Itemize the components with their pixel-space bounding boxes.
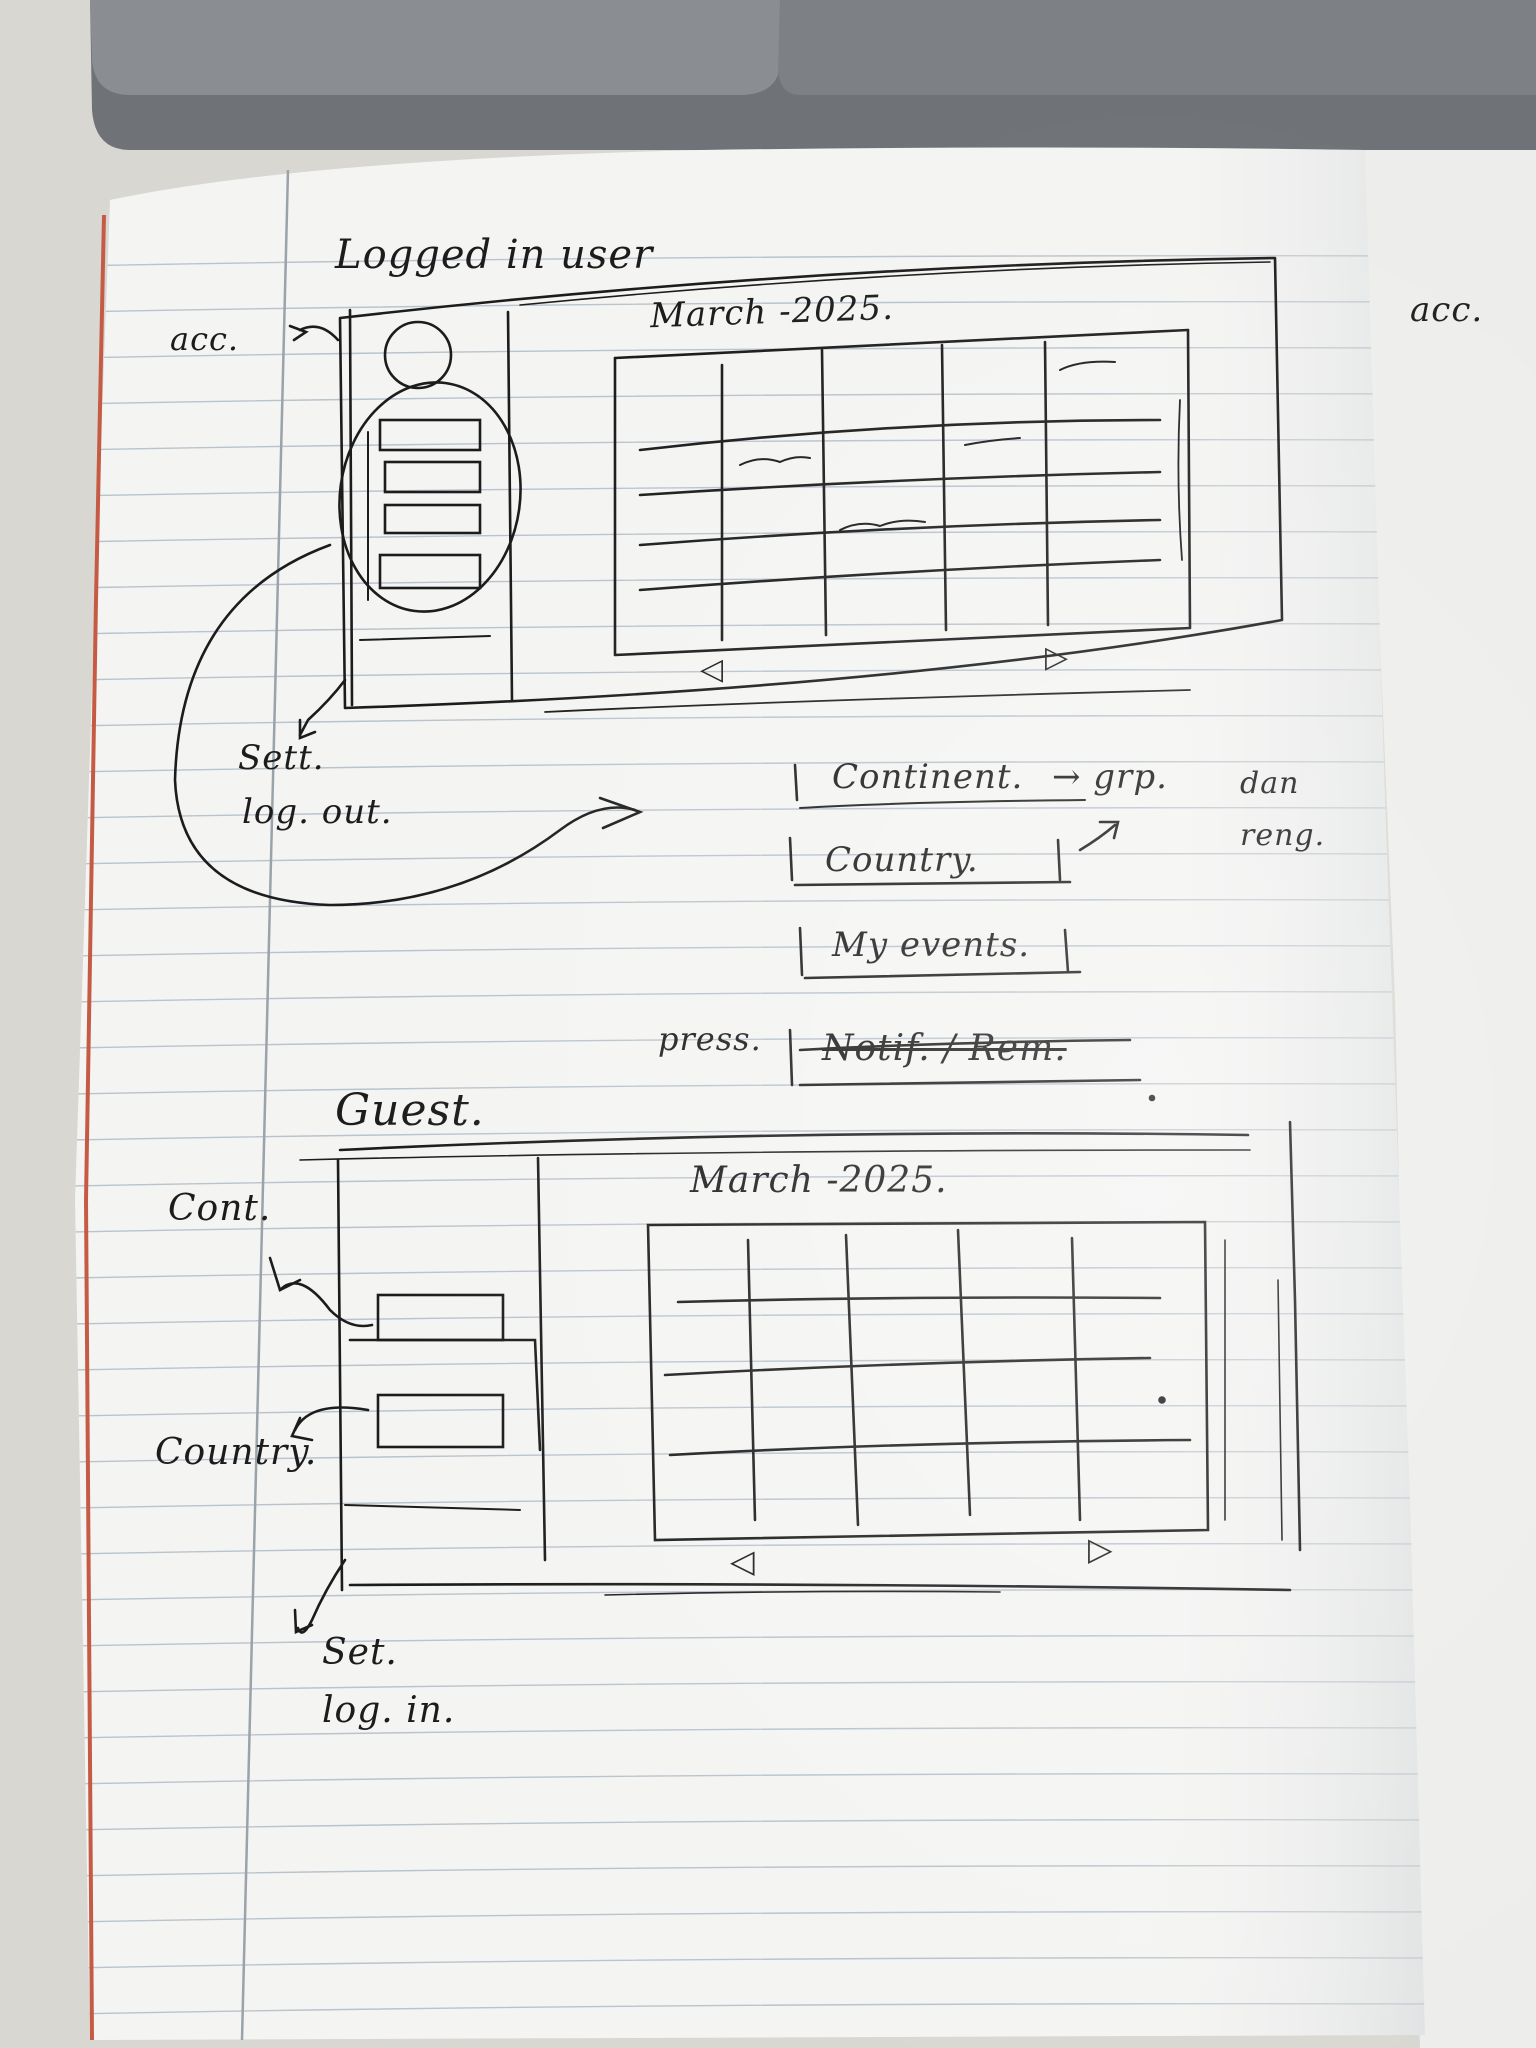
- acc-label-right: acc.: [1410, 290, 1484, 330]
- logged-in-heading: Logged in user: [335, 232, 654, 278]
- menu-highlight-oval: [338, 381, 522, 613]
- menu-item-country: Country.: [825, 840, 979, 880]
- settings-label: Sett.: [238, 738, 325, 778]
- continent-note: → grp.: [1052, 757, 1168, 797]
- menu-item-notif: Notif. / Rem.: [822, 1028, 1067, 1069]
- logged-in-calendar-title: March -2025.: [649, 287, 895, 337]
- guest-country-label: Country.: [155, 1432, 318, 1473]
- guest-calendar-title: March -2025.: [690, 1160, 948, 1201]
- guest-login-label: log. in.: [322, 1690, 456, 1731]
- guest-prev-arrow: ◁: [730, 1542, 756, 1580]
- menu-item-continent: Continent.: [832, 757, 1024, 797]
- logged-in-next-arrow: ▷: [1045, 640, 1070, 675]
- menu-item-my-events: My events.: [832, 925, 1031, 965]
- press-note: press.: [658, 1020, 762, 1058]
- avatar-circle: [383, 320, 453, 390]
- guest-next-arrow: ▷: [1088, 1530, 1114, 1568]
- logout-label: log. out.: [242, 792, 393, 832]
- guest-settings-label: Set.: [322, 1632, 398, 1673]
- guest-continent-label: Cont.: [168, 1188, 272, 1229]
- acc-label-left: acc.: [170, 320, 240, 358]
- guest-heading: Guest.: [335, 1085, 485, 1136]
- dropdown-note: dan reng.: [1240, 766, 1326, 853]
- logged-in-prev-arrow: ◁: [700, 652, 725, 687]
